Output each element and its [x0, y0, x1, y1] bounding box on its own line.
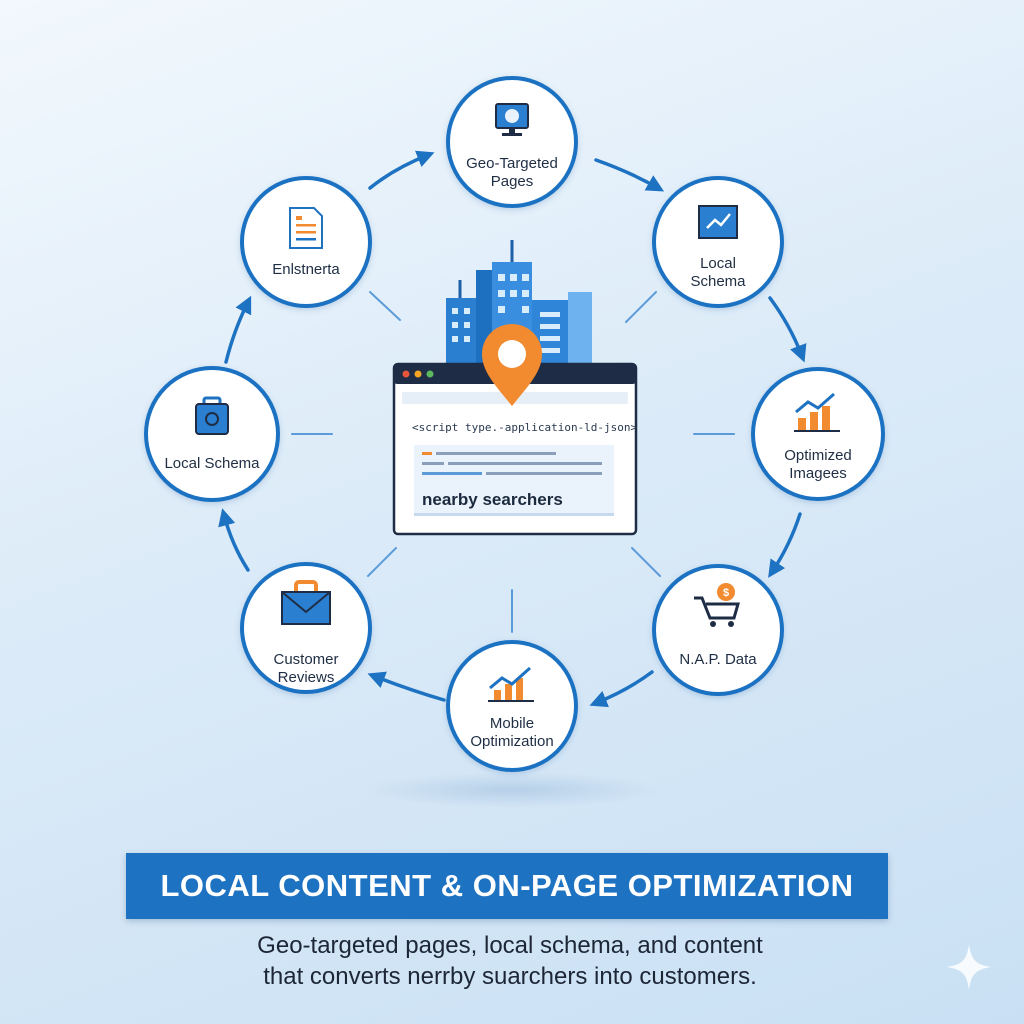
envelope-icon	[281, 580, 331, 625]
node-circle	[751, 367, 885, 501]
spoke-lines	[291, 291, 735, 633]
window-dot-green	[426, 370, 434, 378]
node-label-line: Mobile	[490, 715, 534, 732]
node-label-line: Pages	[491, 173, 534, 190]
center-highlight-text: nearby searchers	[422, 490, 563, 509]
subtitle: Geo-targeted pages, local schema, and co…	[150, 930, 870, 992]
monitor-icon	[495, 103, 529, 136]
arrow-mobile-to-reviews	[367, 671, 446, 702]
cycle-arrows	[218, 150, 807, 708]
arrow-images-to-nap	[768, 512, 802, 578]
floor-shadow	[362, 772, 662, 808]
node-label: N.A.P. Data	[679, 651, 757, 668]
node-label-line: Local	[700, 255, 736, 272]
node-circle	[240, 562, 372, 694]
briefcase-icon	[195, 396, 229, 435]
node-label-line: Optimization	[470, 733, 553, 750]
growth-chart-icon	[488, 666, 534, 702]
node-local-schema-left: Local Schema	[144, 366, 280, 502]
node-circle	[652, 176, 784, 308]
subtitle-line-2: that converts nerrby suarchers into cust…	[263, 963, 757, 990]
chart-chip-icon	[698, 205, 738, 239]
arrow-schema-to-images	[768, 296, 807, 363]
node-circle	[446, 76, 578, 208]
node-label: Enlstnerta	[272, 261, 340, 278]
location-pin-icon	[482, 324, 542, 406]
arrow-enlstnerta-to-geo	[368, 150, 435, 190]
sparkle-icon	[946, 944, 992, 990]
code-line: <script type.-application-ld-json>	[412, 421, 638, 434]
node-label-line: Schema	[690, 273, 746, 290]
node-label-line: Reviews	[278, 669, 335, 686]
svg-text:$: $	[723, 587, 729, 599]
shopping-cart-icon: $	[694, 583, 740, 627]
node-label-line: Geo-Targeted	[466, 155, 558, 172]
node-circle	[446, 640, 578, 772]
window-dot-yellow	[414, 370, 422, 378]
node-label-line: Customer	[273, 651, 338, 668]
node-label-line: Imagees	[789, 465, 847, 482]
page-title: LOCAL CONTENT & ON-PAGE OPTIMIZATION	[160, 868, 854, 903]
node-label-line: Local Schema	[164, 455, 260, 472]
bar-chart-icon	[794, 392, 840, 432]
node-label-line: N.A.P. Data	[679, 651, 757, 668]
node-nap-data: $ N.A.P. Data	[652, 564, 784, 696]
node-enlstnerta: Enlstnerta	[240, 176, 372, 308]
arrow-geo-to-schema	[594, 158, 665, 192]
node-label-line: Optimized	[784, 447, 852, 464]
title-banner: LOCAL CONTENT & ON-PAGE OPTIMIZATION	[126, 853, 888, 919]
subtitle-line-1: Geo-targeted pages, local schema, and co…	[257, 932, 763, 959]
arrow-nap-to-mobile	[589, 670, 654, 708]
arrow-localschema-to-enlstnerta	[224, 295, 252, 364]
arrow-reviews-to-localschema	[218, 508, 250, 572]
node-label-line: Enlstnerta	[272, 261, 340, 278]
document-icon	[289, 207, 323, 249]
window-dot-red	[402, 370, 410, 378]
node-label: Local Schema	[164, 455, 260, 472]
node-circle	[652, 564, 784, 696]
